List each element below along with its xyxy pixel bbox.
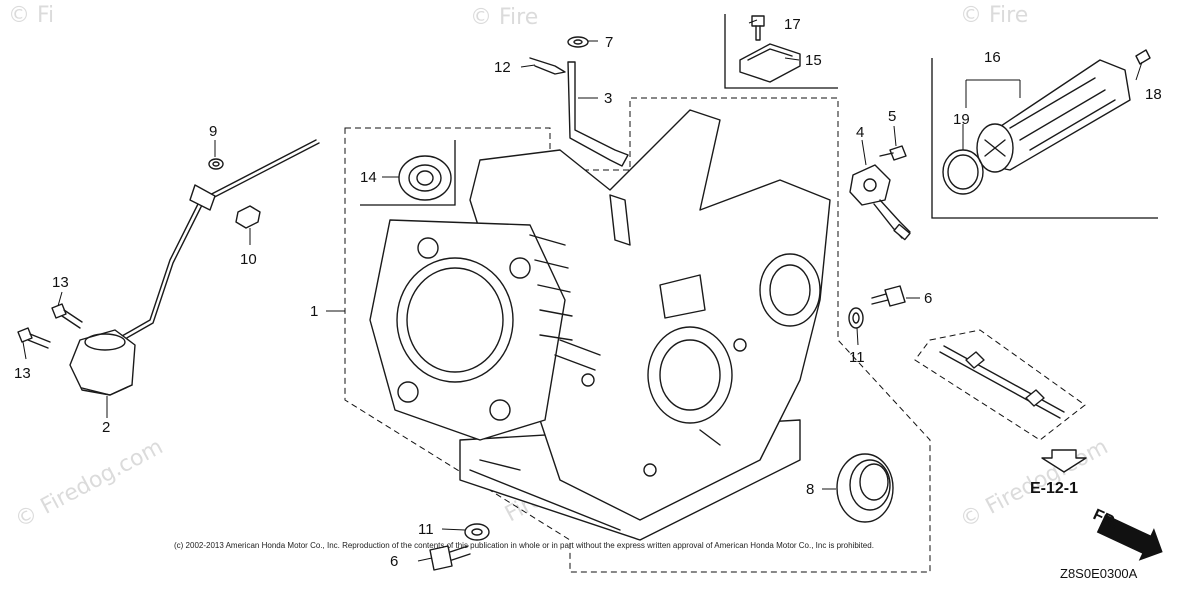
callout-1: 1 (310, 303, 318, 320)
governor-housing (69, 329, 136, 396)
watermark: © Fire (470, 5, 538, 30)
callout-6: 6 (390, 553, 398, 570)
callout-19: 19 (953, 111, 970, 128)
callout-14: 14 (360, 169, 377, 186)
callout-4: 4 (856, 124, 864, 141)
bolt (51, 303, 83, 329)
copyright-notice: (c) 2002-2013 American Honda Motor Co., … (174, 541, 874, 550)
callout-6: 6 (924, 290, 932, 307)
callout-13: 13 (14, 365, 31, 382)
leader-lines (22, 19, 1143, 562)
callout-12: 12 (494, 59, 511, 76)
bearing (398, 155, 452, 201)
callout-11: 11 (849, 349, 865, 366)
detail-box-bearing (360, 140, 456, 206)
washer (208, 158, 224, 170)
callout-7: 7 (605, 34, 613, 51)
detail-box-cover (724, 14, 838, 89)
callout-10: 10 (240, 251, 257, 268)
clip (529, 57, 566, 75)
callout-17: 17 (784, 16, 801, 33)
callout-5: 5 (888, 108, 896, 125)
cover-plate (739, 43, 801, 83)
callout-3: 3 (604, 90, 612, 107)
bolt (17, 327, 51, 349)
reference-label: E-12-1 (1030, 480, 1078, 497)
callout-15: 15 (805, 52, 822, 69)
oil-seal (836, 453, 894, 523)
callout-2: 2 (102, 419, 110, 436)
callout-11: 11 (418, 521, 434, 538)
bolt (751, 15, 765, 41)
throttle-cable (114, 139, 320, 344)
diagram-code: Z8S0E0300A (1060, 566, 1138, 581)
detail-box-breather (931, 58, 1158, 219)
bolt (879, 145, 907, 161)
watermark: © Firedog.com (11, 434, 167, 533)
watermark: © Fi (8, 3, 54, 28)
reference-arrow (1041, 449, 1087, 473)
nut (235, 205, 261, 229)
callout-8: 8 (806, 481, 814, 498)
callout-9: 9 (209, 123, 217, 140)
callout-13: 13 (52, 274, 69, 291)
reference-box (914, 329, 1086, 441)
front-marker (1096, 514, 1163, 561)
callout-16: 16 (984, 49, 1001, 66)
callout-18: 18 (1145, 86, 1162, 103)
governor-arm (567, 61, 629, 167)
breather-assembly (942, 49, 1151, 195)
washer (567, 36, 589, 48)
watermark: © Fire (960, 3, 1028, 28)
drain-bolt (429, 523, 490, 571)
drain-bolt (848, 285, 906, 329)
stud-bolt (939, 345, 1065, 419)
cylinder-block (369, 109, 831, 541)
oil-level-switch (849, 164, 911, 241)
